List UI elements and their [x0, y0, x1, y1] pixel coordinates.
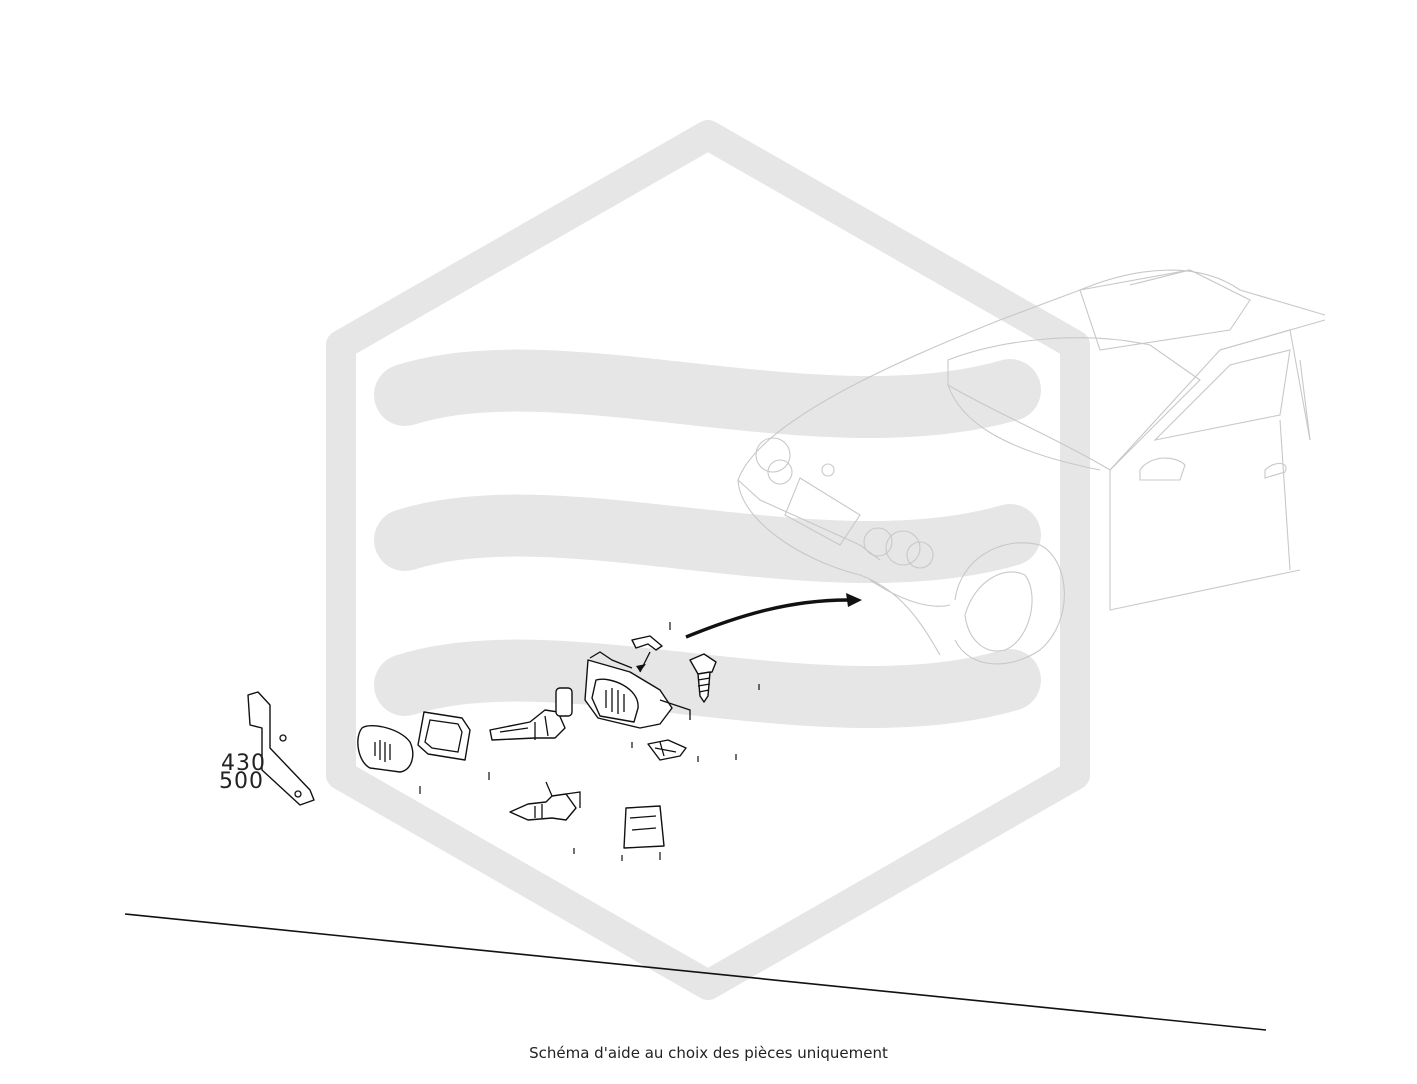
part-number-500: 500 [219, 769, 264, 794]
part-number-430: 430 [221, 751, 266, 776]
bulb-socket-assembly [489, 687, 573, 741]
bulb-holder [623, 805, 665, 849]
watermark-logo [326, 120, 1090, 1000]
retaining-clip [631, 635, 663, 673]
fog-lamp-lens [357, 724, 414, 773]
separator-line [124, 913, 1267, 1031]
lens-gasket [417, 711, 471, 761]
diagram-caption: Schéma d'aide au choix des pièces unique… [529, 1044, 888, 1062]
mounting-screw [689, 653, 717, 703]
fog-lamp-housing [584, 651, 691, 729]
explode-dashes [419, 622, 760, 861]
mounting-bracket [247, 691, 315, 806]
car-outline [737, 269, 1326, 665]
spring-clips [647, 739, 687, 761]
location-arrow [685, 593, 862, 639]
halogen-bulb [509, 781, 581, 821]
